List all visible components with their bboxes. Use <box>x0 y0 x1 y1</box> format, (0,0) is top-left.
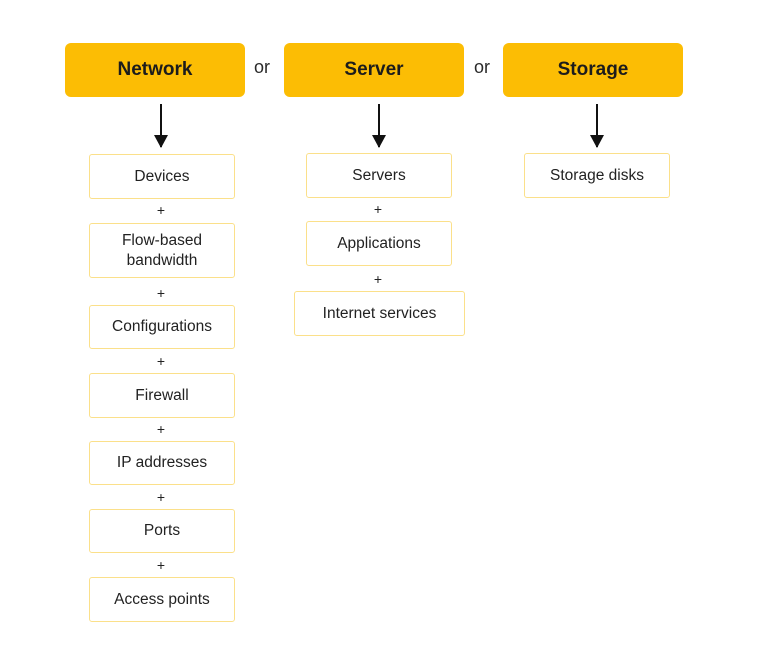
plus-separator: + <box>156 557 166 573</box>
storage-item-storage-disks: Storage disks <box>524 153 670 198</box>
plus-separator: + <box>373 201 383 217</box>
network-item-ip-addresses: IP addresses <box>89 441 235 485</box>
plus-separator: + <box>156 353 166 369</box>
plus-separator: + <box>156 285 166 301</box>
plus-separator: + <box>156 202 166 218</box>
or-connector-1: or <box>254 57 271 77</box>
network-header: Network <box>65 43 245 97</box>
server-header: Server <box>284 43 464 97</box>
storage-arrow <box>590 104 604 148</box>
plus-separator: + <box>373 271 383 287</box>
server-arrow <box>372 104 386 148</box>
plus-separator: + <box>156 421 166 437</box>
network-item-devices: Devices <box>89 154 235 199</box>
network-item-firewall: Firewall <box>89 373 235 418</box>
network-item-flow-bandwidth: Flow-based bandwidth <box>89 223 235 278</box>
network-item-configurations: Configurations <box>89 305 235 349</box>
storage-header: Storage <box>503 43 683 97</box>
server-item-servers: Servers <box>306 153 452 198</box>
network-item-access-points: Access points <box>89 577 235 622</box>
plus-separator: + <box>156 489 166 505</box>
network-arrow <box>154 104 168 148</box>
or-connector-2: or <box>474 57 491 77</box>
server-item-internet-services: Internet services <box>294 291 465 336</box>
network-item-ports: Ports <box>89 509 235 553</box>
server-item-applications: Applications <box>306 221 452 266</box>
